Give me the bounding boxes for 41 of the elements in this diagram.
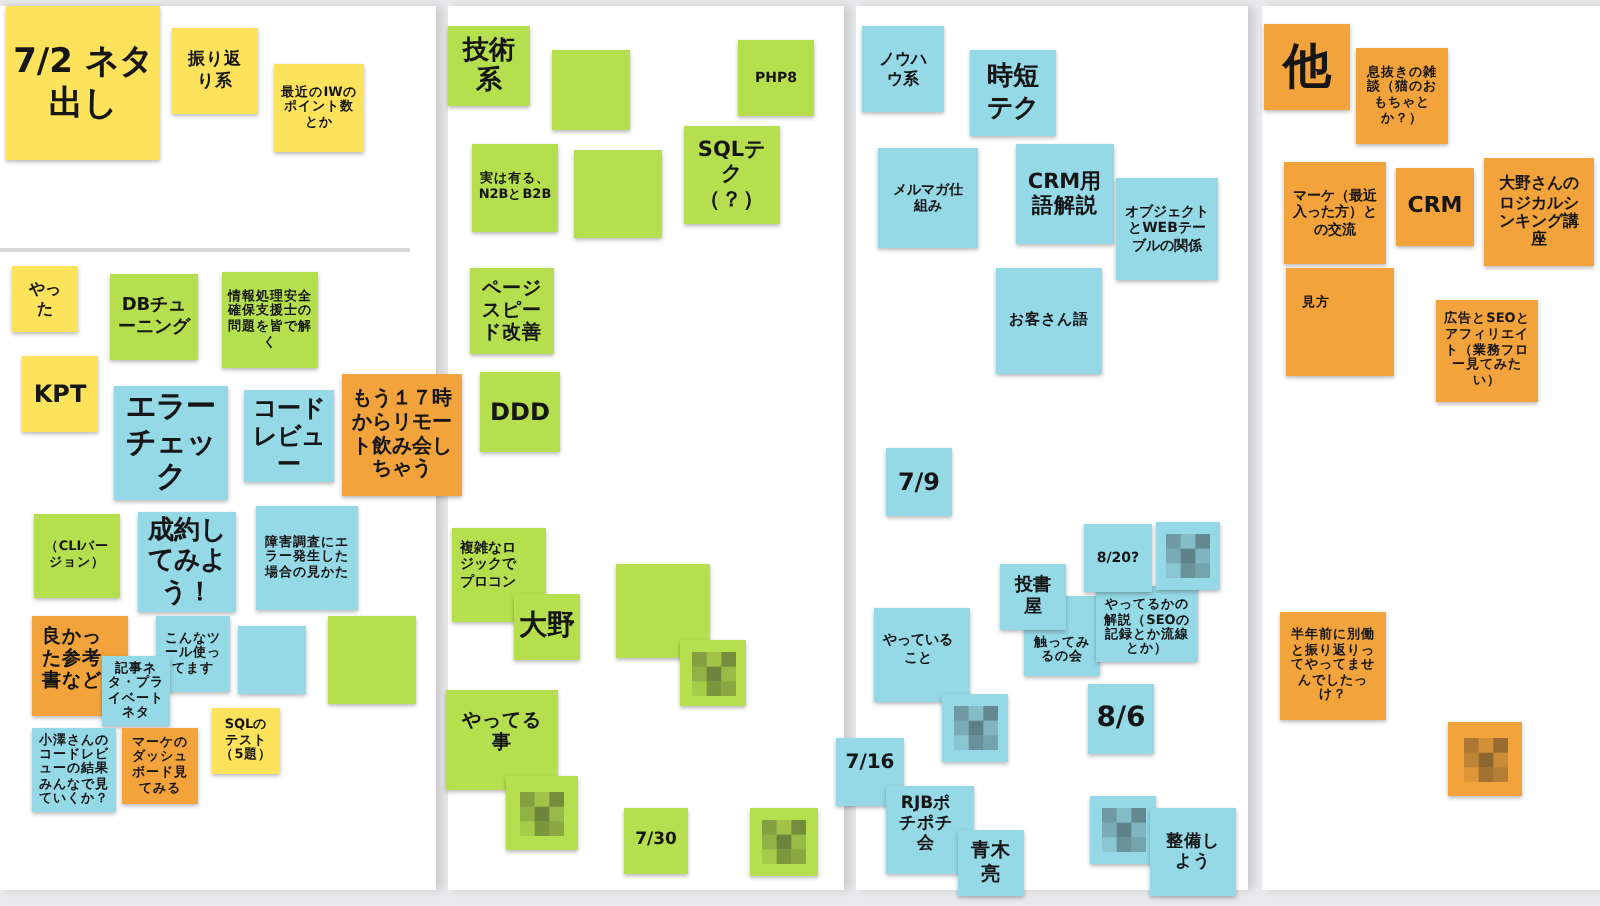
sticky-note: やってる事 [446, 690, 558, 790]
sticky-note: もう１７時からリモート飲み会しちゃう [342, 374, 462, 496]
sticky-note: 7/2 ネタ出し [6, 6, 160, 160]
sticky-note: 7/30 [624, 808, 688, 874]
sticky-note: RJBポチポチ会 [886, 786, 974, 874]
sticky-note: 技術系 [448, 26, 530, 106]
sticky-note: DDD [480, 372, 560, 452]
sticky-note: ページスピード改善 [470, 268, 554, 354]
sticky-note [1448, 722, 1522, 796]
sticky-note [574, 150, 662, 238]
sticky-note: SQLテク（？） [684, 126, 780, 224]
sticky-note: コードレビュー [244, 390, 334, 482]
sticky-note [1156, 522, 1220, 590]
sticky-note [680, 640, 746, 706]
sticky-note: 成約してみよう！ [138, 512, 236, 612]
sticky-note [506, 776, 578, 850]
sticky-note [328, 616, 416, 704]
sticky-note: DBチューニング [110, 274, 198, 360]
sticky-note: 投書屋 [1000, 564, 1066, 630]
sticky-note: ノウハウ系 [862, 26, 944, 112]
sticky-note [750, 808, 818, 876]
sticky-note: 7/9 [886, 448, 952, 516]
sticky-note [238, 626, 306, 694]
sticky-note: CRM用語解説 [1016, 144, 1114, 244]
sticky-note: CRM [1396, 168, 1474, 246]
sticky-note: 時短テク [970, 50, 1056, 136]
sticky-note: 大野 [514, 594, 580, 660]
sticky-note: 他 [1264, 24, 1350, 110]
sticky-note: エラーチェック [114, 386, 228, 500]
sticky-note: 7/16 [836, 738, 904, 806]
sticky-note [1090, 796, 1156, 864]
sticky-note: 大野さんのロジカルシンキング講座 [1484, 158, 1594, 266]
sticky-note: 青木亮 [958, 830, 1024, 896]
sticky-note [552, 50, 630, 130]
sticky-note: やった [12, 266, 78, 332]
sticky-note: KPT [22, 356, 98, 432]
sticky-note: 整備しよう [1150, 808, 1236, 896]
sticky-note [616, 564, 710, 658]
sticky-note: 振り返り系 [172, 28, 258, 114]
sticky-note [942, 694, 1008, 762]
sticky-note: 8/6 [1088, 684, 1154, 754]
